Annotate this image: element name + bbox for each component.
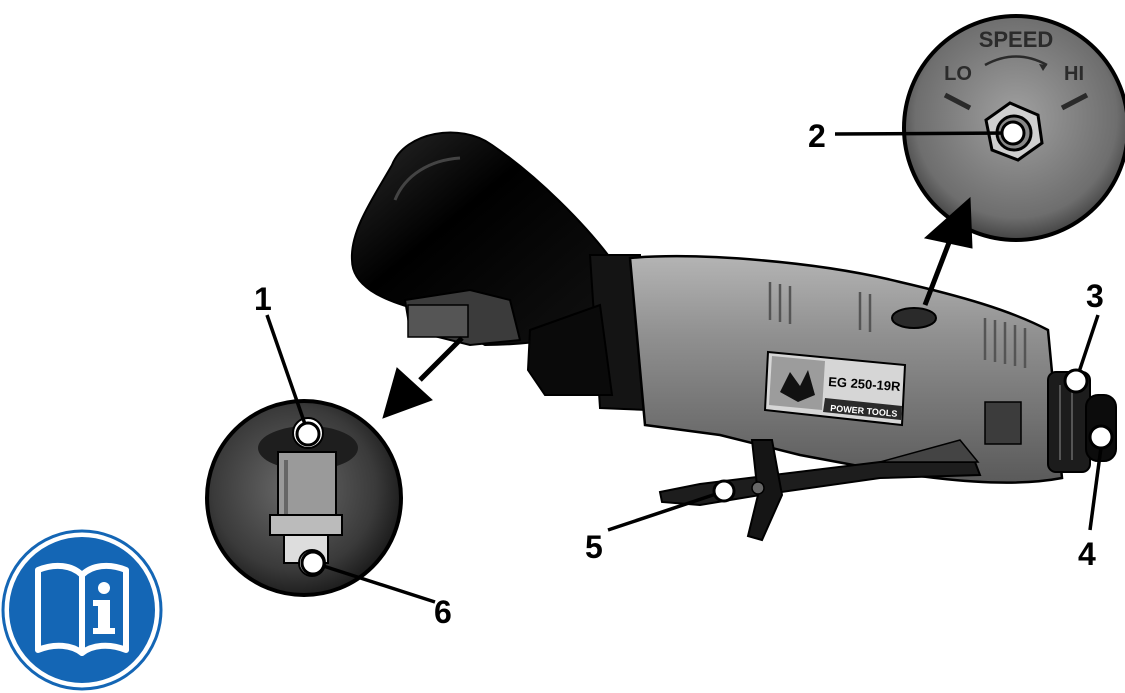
callout-2: 2 — [808, 118, 826, 154]
leader-dots — [295, 120, 1114, 576]
label-plate: EG 250-19R POWER TOOLS — [763, 350, 907, 427]
safety-lever — [658, 439, 982, 542]
brand-logo-icon — [780, 370, 815, 402]
detail-arrows — [382, 196, 973, 419]
read-manual-info-icon — [1, 529, 163, 691]
callout-1: 1 — [254, 281, 272, 317]
callout-5: 5 — [585, 529, 603, 565]
grip-ribs — [768, 282, 1027, 368]
callout-3: 3 — [1086, 278, 1104, 314]
dial-speed-label: SPEED — [979, 27, 1054, 52]
leader-lines — [265, 131, 1104, 604]
dial-low-label: LO — [944, 63, 972, 85]
model-number: EG 250-19R — [828, 374, 902, 394]
speed-regulator-knob — [891, 307, 937, 329]
callout-6: 6 — [434, 594, 452, 630]
dial-high-label: HI — [1064, 63, 1084, 85]
callout-4: 4 — [1078, 536, 1096, 572]
